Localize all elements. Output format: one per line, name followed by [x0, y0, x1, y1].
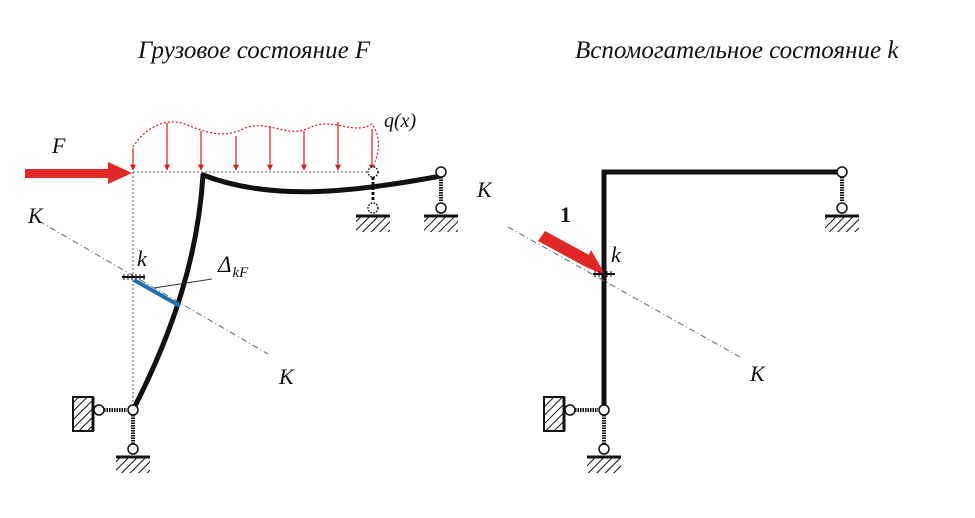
unit-force-label: 1 — [560, 202, 571, 227]
displacement-delta-kf — [133, 278, 181, 308]
right-section-top-label: K — [476, 177, 493, 202]
left-title: Грузовое состояние F — [137, 37, 371, 64]
force-f-arrow — [25, 162, 132, 184]
left-base-supports — [72, 396, 150, 473]
left-middle-support — [356, 166, 390, 232]
left-section-bottom-label: K — [278, 364, 295, 389]
unit-force-arrow — [538, 231, 606, 276]
displacement-delta-label: ΔkF — [217, 252, 249, 281]
distributed-load-arrows — [130, 122, 375, 171]
left-right-support — [424, 166, 458, 232]
left-section-line-kk — [38, 220, 269, 355]
left-deformed-beam — [200, 172, 444, 195]
right-auxiliary-state-diagram: K K 1 k — [476, 166, 859, 473]
left-point-k-label: k — [137, 246, 148, 271]
force-f-label: F — [51, 133, 66, 158]
right-frame — [601, 169, 840, 410]
distributed-load-label: q(x) — [384, 110, 417, 132]
right-title: Вспомогательное состояние k — [575, 37, 899, 64]
right-section-bottom-label: K — [749, 361, 766, 386]
delta-leader-line — [153, 278, 213, 289]
left-section-top-label: K — [27, 203, 44, 228]
right-roller-support — [825, 166, 859, 232]
right-section-line-kk — [507, 226, 741, 358]
left-deformed-column — [130, 172, 206, 413]
left-load-state-diagram: q(x) F K K k ΔkF — [25, 110, 458, 473]
right-point-k-label: k — [611, 242, 622, 267]
distributed-load-curve — [132, 121, 379, 163]
right-base-supports — [543, 396, 621, 473]
